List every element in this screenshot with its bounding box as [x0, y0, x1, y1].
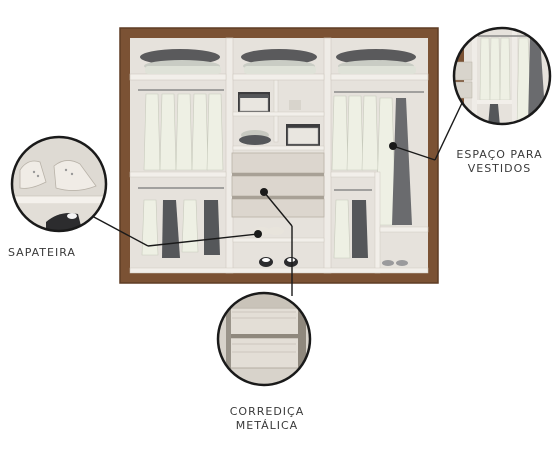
- callout-label-slide-line2: METÁLICA: [235, 419, 299, 432]
- dresses: [375, 97, 412, 226]
- clothes-right-lower: [333, 199, 368, 259]
- pillows-middle: [241, 49, 317, 74]
- callout-line-dresses: [392, 145, 436, 161]
- callout-label-dresses-line2: VESTIDOS: [467, 162, 532, 175]
- callout-line-shoes: [91, 215, 149, 247]
- storage-boxes: [238, 92, 320, 146]
- clothes-left-lower: [141, 199, 220, 258]
- callout-label-dresses-line1: ESPAÇO PARA: [456, 148, 543, 161]
- zoom-bubble-dresses: [452, 26, 552, 126]
- shirts-right: [331, 95, 379, 171]
- top-shelf-middle: [232, 73, 325, 81]
- shoes-right: [382, 260, 408, 266]
- callout-label-shoes: SAPATEIRA: [8, 246, 88, 260]
- zoom-bubble-shoes: [10, 135, 108, 233]
- zoom-bubble-slide: [216, 291, 312, 387]
- top-shelf-left: [129, 73, 227, 81]
- pillows-right: [336, 49, 416, 74]
- callout-line-slide: [263, 191, 293, 227]
- pillows-left: [140, 49, 221, 74]
- wardrobe: [119, 27, 439, 284]
- top-shelf-right: [330, 73, 429, 81]
- drawer-2: [231, 175, 325, 197]
- callout-label-shoes-line1: SAPATEIRA: [8, 246, 76, 259]
- drawer-1: [231, 152, 325, 174]
- callout-label-slide-line1: CORREDIÇA: [229, 405, 305, 418]
- callout-lines: [91, 102, 463, 296]
- shirts-left-upper: [143, 93, 224, 171]
- callout-label-slide: CORREDIÇA METÁLICA: [212, 405, 322, 433]
- callout-label-dresses: ESPAÇO PARA VESTIDOS: [452, 148, 547, 176]
- drawers: [231, 152, 325, 218]
- divider-right: [323, 37, 332, 274]
